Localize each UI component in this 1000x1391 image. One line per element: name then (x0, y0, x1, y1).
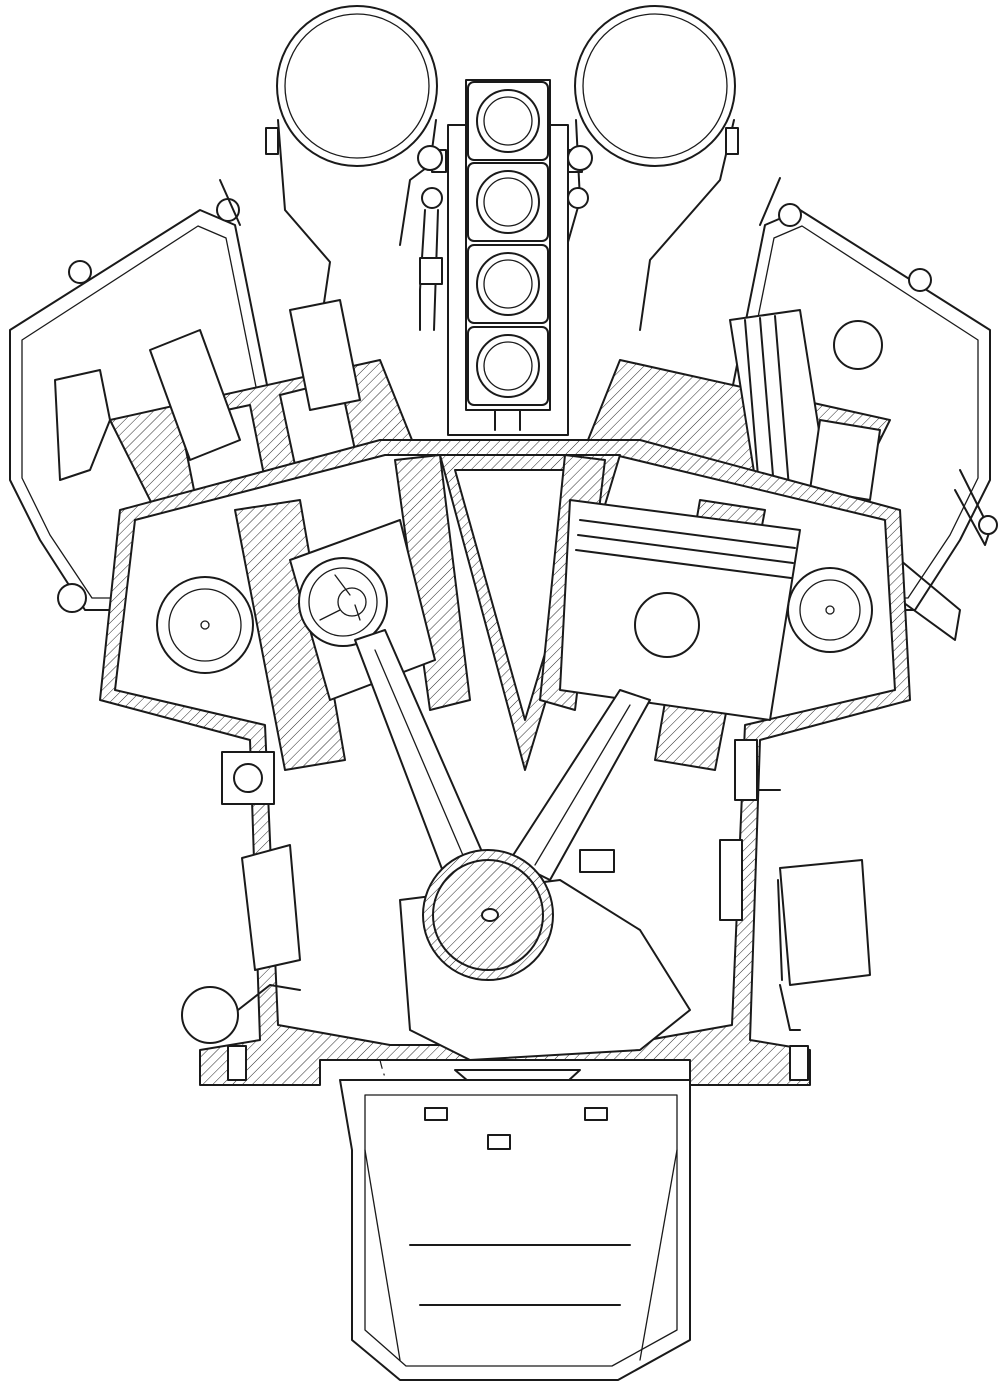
right-connecting-rod (509, 689, 651, 881)
flange-bolt-right (789, 1045, 809, 1081)
manifold-port (467, 81, 549, 161)
flange-bolt-left (227, 1045, 247, 1081)
right-oil-filter (744, 789, 871, 1031)
right-piston (559, 499, 801, 721)
oil-pan (339, 1079, 691, 1381)
manifold-port (467, 326, 549, 406)
left-piston (289, 519, 436, 701)
right-block-bolts (719, 739, 758, 921)
left-accessory-plate (181, 751, 301, 1044)
fuel-line-left (417, 145, 443, 331)
manifold-port (467, 244, 549, 324)
central-manifold (447, 79, 569, 436)
manifold-port (467, 162, 549, 242)
fuel-line-right (567, 145, 593, 209)
